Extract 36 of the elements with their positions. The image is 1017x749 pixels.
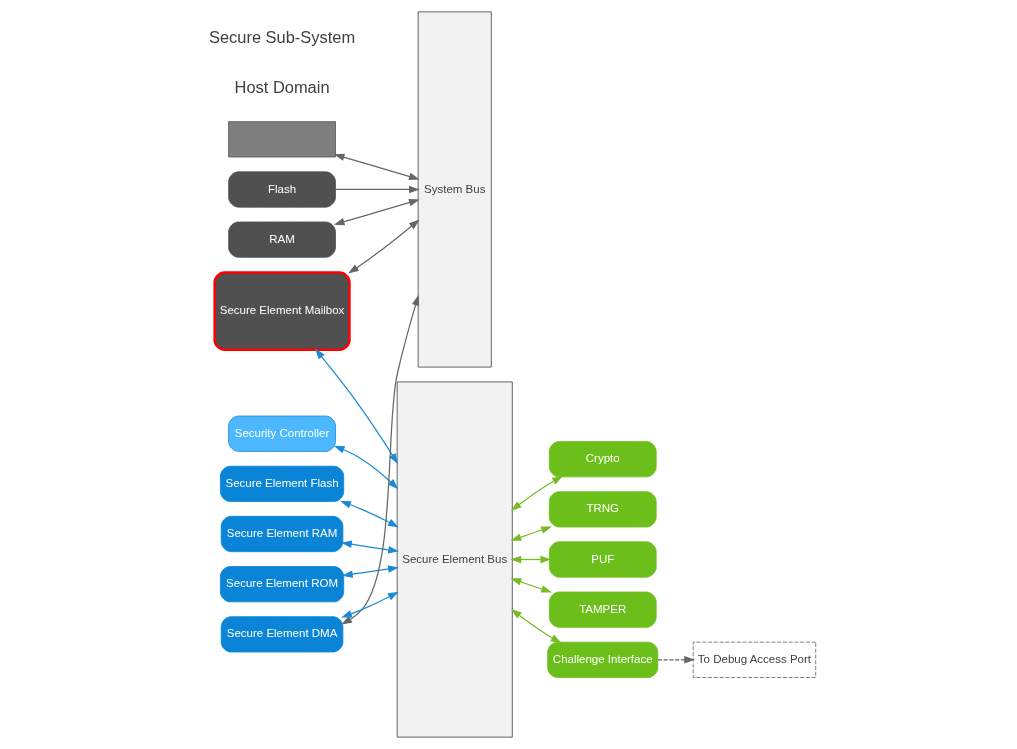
node-box: TRNG (548, 491, 657, 528)
node-box: Secure Element Flash (219, 465, 344, 502)
arrow (339, 500, 399, 528)
node-box: TAMPER (548, 591, 657, 628)
arrow (347, 219, 420, 274)
arrow (334, 185, 420, 194)
node-box: PUF (548, 541, 657, 578)
node-box: RAM (227, 221, 336, 258)
arrow (340, 591, 399, 618)
node-box: Security Controller (227, 415, 336, 452)
arrow (341, 565, 399, 578)
node-box: Flash (227, 171, 336, 208)
arrow (333, 445, 398, 490)
arrow (510, 476, 563, 511)
node-box (227, 121, 336, 158)
arrow (333, 198, 420, 226)
node-box: Secure Element RAM (220, 515, 343, 553)
arrow (510, 609, 561, 643)
node-box: Secure Element ROM (219, 566, 344, 603)
node-box: Secure Element DMA (220, 616, 343, 653)
node-box: System Bus (417, 11, 492, 368)
node-box: To Debug Access Port (692, 641, 816, 678)
arrow (333, 153, 420, 181)
node-box: Secure Element Bus (396, 381, 513, 738)
arrow (314, 348, 398, 464)
node-box: Secure Element Mailbox (212, 271, 351, 352)
arrow (510, 555, 551, 564)
label: Secure Sub-System (208, 28, 355, 47)
arrow (340, 294, 419, 625)
arrow (340, 540, 399, 554)
arrow (656, 656, 695, 664)
node-box: Challenge Interface (546, 641, 658, 678)
node-box: Crypto (548, 441, 657, 478)
arrow (510, 578, 552, 593)
label: Host Domain (234, 78, 330, 97)
arrow (510, 526, 552, 541)
